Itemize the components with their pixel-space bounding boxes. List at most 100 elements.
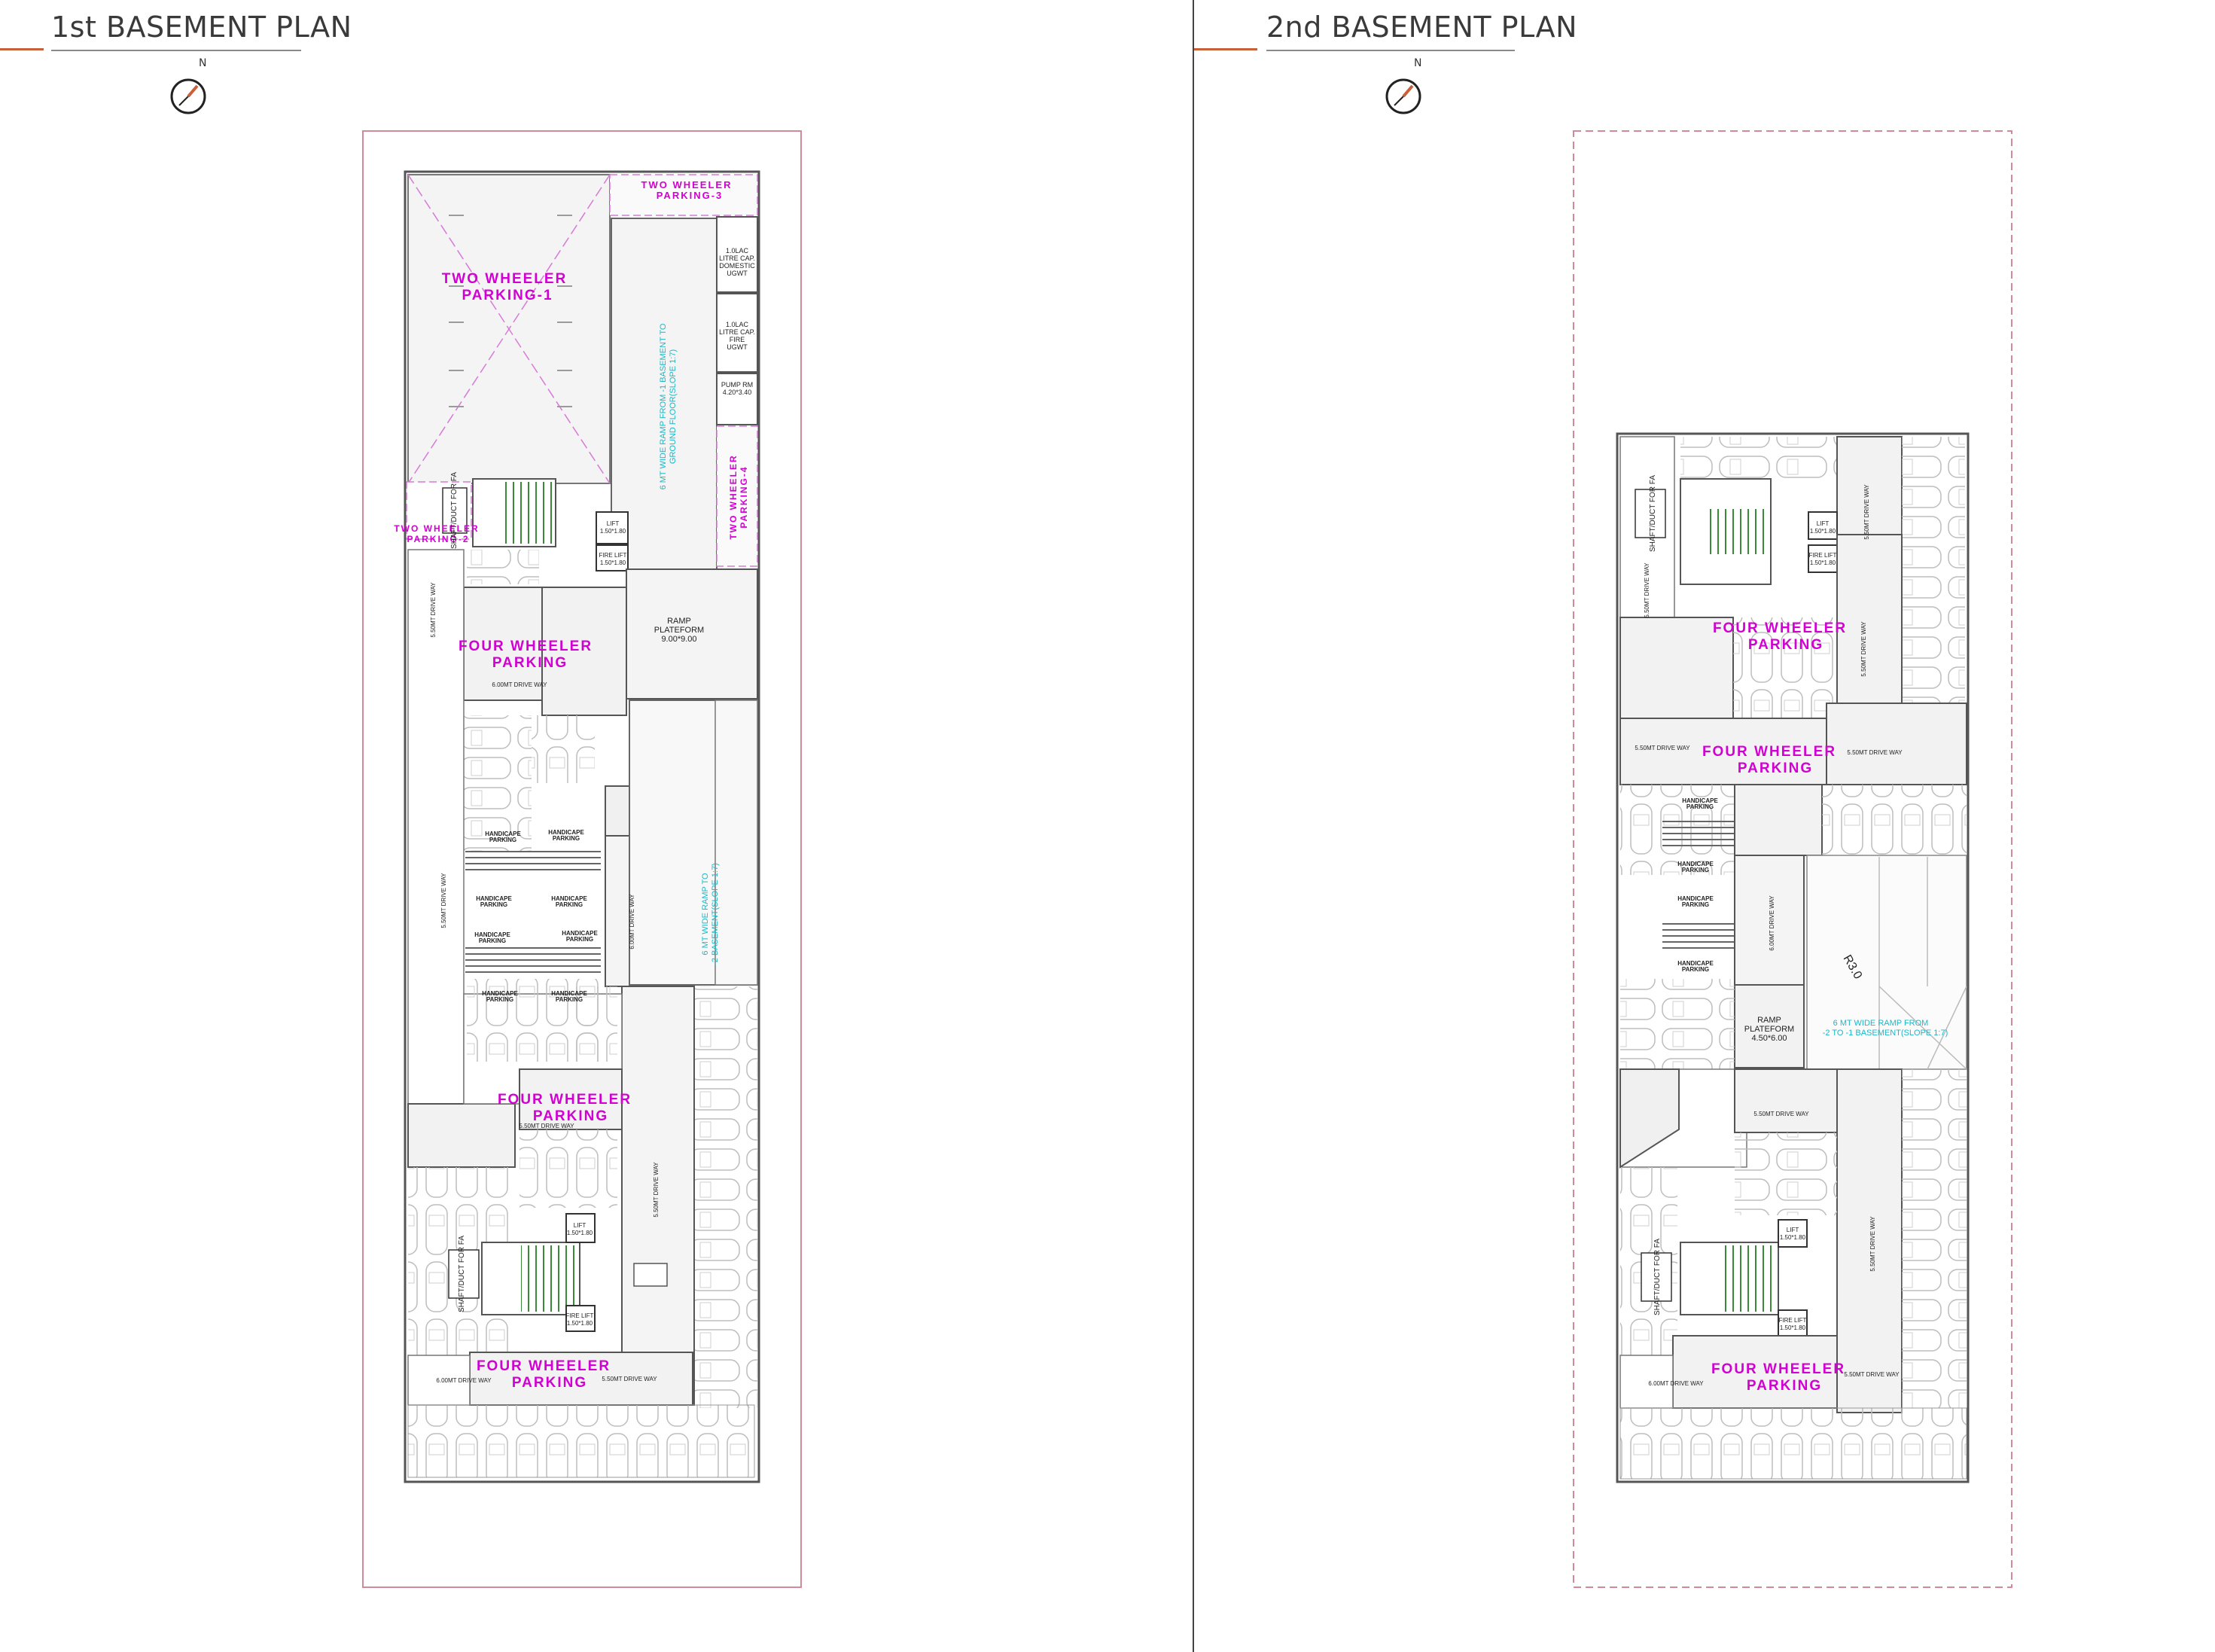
svg-text:FOUR WHEELER: FOUR WHEELER [1713,620,1847,636]
plan2-building-outline [1616,432,1970,1483]
north-label: N [1414,57,1422,69]
svg-text:5.50MT DRIVE WAY: 5.50MT DRIVE WAY [519,1123,574,1129]
svg-text:6.00MT DRIVE WAY: 6.00MT DRIVE WAY [436,1377,492,1384]
svg-text:PARKING-2: PARKING-2 [407,534,469,544]
svg-text:6 MT WIDE RAMP FROM -1 BASEMEN: 6 MT WIDE RAMP FROM -1 BASEMENT TO [659,323,668,489]
svg-text:1.50*1.80: 1.50*1.80 [1780,1234,1806,1241]
svg-text:1.50*1.80: 1.50*1.80 [1810,528,1836,535]
plan1-building-outline [404,170,760,1483]
svg-text:FIRE LIFT: FIRE LIFT [1809,552,1837,559]
plan2-duct-label: SHAFT/DUCT FOR FA [1653,1239,1662,1315]
svg-text:5.50MT DRIVE WAY: 5.50MT DRIVE WAY [1753,1111,1809,1117]
plan1-four-wheeler-2-label: FOUR WHEELER PARKING [498,1092,632,1124]
svg-text:FIRE LIFT: FIRE LIFT [599,552,627,559]
svg-text:PARKING: PARKING [1747,1378,1822,1394]
svg-text:1.50*1.80: 1.50*1.80 [600,559,626,566]
svg-text:DOMESTIC: DOMESTIC [719,262,755,270]
svg-text:HANDICAPE: HANDICAPE [551,990,587,997]
svg-text:LIFT: LIFT [1787,1227,1799,1233]
svg-text:HANDICAPE: HANDICAPE [1677,861,1714,867]
svg-text:1.50*1.80: 1.50*1.80 [1810,559,1836,566]
svg-text:PARKING: PARKING [1748,637,1823,653]
svg-text:LITRE CAP.: LITRE CAP. [719,255,755,262]
svg-text:PLATEFORM: PLATEFORM [1744,1025,1794,1034]
svg-text:FOUR WHEELER: FOUR WHEELER [1711,1361,1845,1377]
svg-text:PARKING: PARKING [556,996,583,1003]
plan1-duct-label: SHAFT/DUCT FOR FA [458,1236,466,1312]
svg-text:4.20*3.40: 4.20*3.40 [723,389,752,396]
svg-text:FOUR WHEELER: FOUR WHEELER [498,1092,632,1108]
svg-text:PARKING: PARKING [556,901,583,908]
plan2-site-boundary [1573,130,2012,1588]
plan1-duct-label: SHAFT/DUCT FOR FA [450,472,459,549]
svg-text:HANDICAPE: HANDICAPE [485,831,521,837]
svg-text:LIFT: LIFT [1817,520,1830,527]
svg-text:HANDICAPE: HANDICAPE [482,990,518,997]
svg-text:HANDICAPE: HANDICAPE [562,930,598,937]
plan1-two-wheeler-2-label: TWO WHEELER PARKING-2 [394,523,479,544]
svg-text:6.00MT DRIVE WAY: 6.00MT DRIVE WAY [492,681,547,688]
svg-text:6 MT WIDE RAMP FROM: 6 MT WIDE RAMP FROM [1833,1019,1929,1028]
svg-text:6.00MT DRIVE WAY: 6.00MT DRIVE WAY [1769,895,1775,951]
north-arrow-icon: N [169,57,208,116]
plan2-drive-way-labels: 5.50MT DRIVE WAY 5.50MT DRIVE WAY 5.50MT… [1635,484,1903,1387]
svg-text:PARKING-4: PARKING-4 [739,465,749,528]
svg-text:PARKING-1: PARKING-1 [462,288,553,303]
svg-text:FIRE: FIRE [730,336,745,343]
svg-text:PARKING: PARKING [533,1108,608,1124]
plan1-drive-way-labels: 6.00MT DRIVE WAY 5.50MT DRIVE WAY 6.00MT… [430,582,660,1384]
svg-text:5.50MT DRIVE WAY: 5.50MT DRIVE WAY [1860,621,1867,677]
svg-text:FIRE LIFT: FIRE LIFT [1779,1317,1807,1324]
svg-text:6.00MT DRIVE WAY: 6.00MT DRIVE WAY [1648,1380,1704,1387]
svg-text:TWO WHEELER: TWO WHEELER [641,179,733,190]
svg-text:5.50MT DRIVE WAY: 5.50MT DRIVE WAY [1847,749,1903,756]
svg-text:HANDICAPE: HANDICAPE [474,931,510,938]
title-accent-right [1194,48,1257,50]
plan1-ugwt-fire-label: 1.0LAC LITRE CAP. FIRE UGWT [719,321,755,351]
svg-text:LIFT: LIFT [574,1222,587,1229]
svg-text:HANDICAPE: HANDICAPE [548,829,584,836]
plan1-two-wheeler-3-label: TWO WHEELER PARKING-3 [641,179,733,201]
svg-text:PARKING: PARKING [1682,966,1709,973]
svg-text:HANDICAPE: HANDICAPE [1682,797,1718,804]
svg-text:HANDICAPE: HANDICAPE [551,895,587,902]
svg-text:PARKING: PARKING [492,655,568,671]
plan1-handicap-labels: HANDICAPE PARKING HANDICAPE PARKING HAND… [474,829,598,1003]
svg-text:UGWT: UGWT [727,270,748,277]
plan1-title: 1st BASEMENT PLAN [51,11,352,44]
svg-text:PARKING: PARKING [480,901,507,908]
sheet-divider [1193,0,1194,1652]
title-accent-left [0,48,44,50]
svg-text:1.50*1.80: 1.50*1.80 [1780,1324,1806,1331]
svg-text:5.50MT DRIVE WAY: 5.50MT DRIVE WAY [430,582,437,638]
plan2-lift-label: LIFT 1.50*1.80 FIRE LIFT 1.50*1.80 LIFT … [1779,520,1837,1331]
plan2-radius-label: R3.0 [1841,953,1865,982]
svg-text:1.50*1.80: 1.50*1.80 [567,1320,593,1327]
svg-text:6 MT WIDE RAMP TO: 6 MT WIDE RAMP TO [701,873,710,956]
svg-text:TWO WHEELER: TWO WHEELER [394,523,479,534]
plan1-four-wheeler-1-label: FOUR WHEELER PARKING [459,639,591,671]
plan1-ugwt-domestic-label: 1.0LAC LITRE CAP. DOMESTIC UGWT [719,247,755,277]
svg-text:LITRE CAP.: LITRE CAP. [719,328,755,336]
svg-text:HANDICAPE: HANDICAPE [1677,895,1714,902]
svg-text:PLATEFORM: PLATEFORM [654,626,704,635]
svg-text:5.50MT DRIVE WAY: 5.50MT DRIVE WAY [1844,1371,1900,1378]
svg-text:4.50*6.00: 4.50*6.00 [1751,1034,1787,1043]
plan1-two-wheeler-4-label: TWO WHEELER PARKING-4 [728,454,749,539]
plan1-site-boundary [362,130,802,1588]
plan1-ramp-lower-label: 6 MT WIDE RAMP TO -2 BASEMENT(SLOPE 1:7) [701,863,720,965]
plan1-lift-label: LIFT 1.50*1.80 FIRE LIFT 1.50*1.80 LIFT … [566,520,627,1327]
plan2-title-underline [1266,50,1515,51]
svg-text:PARKING: PARKING [479,937,506,944]
svg-text:TWO WHEELER: TWO WHEELER [728,454,739,539]
plan2-handicap-labels: HANDICAPE PARKING HANDICAPE PARKING HAND… [1677,797,1718,973]
svg-text:PARKING: PARKING [1682,901,1709,908]
north-arrow-icon: N [1384,57,1423,116]
svg-text:5.50MT DRIVE WAY: 5.50MT DRIVE WAY [1869,1216,1876,1272]
plan2-four-wheeler-2-label: FOUR WHEELER PARKING [1702,744,1835,776]
svg-text:-2 TO -1 BASEMENT(SLOPE 1:7): -2 TO -1 BASEMENT(SLOPE 1:7) [1823,1029,1948,1038]
svg-text:PARKING: PARKING [553,835,580,842]
plan1-title-underline [51,50,301,51]
plan1-ramp-upper-label: 6 MT WIDE RAMP FROM -1 BASEMENT TO GROUN… [659,323,678,489]
svg-text:PUMP RM: PUMP RM [721,381,753,389]
